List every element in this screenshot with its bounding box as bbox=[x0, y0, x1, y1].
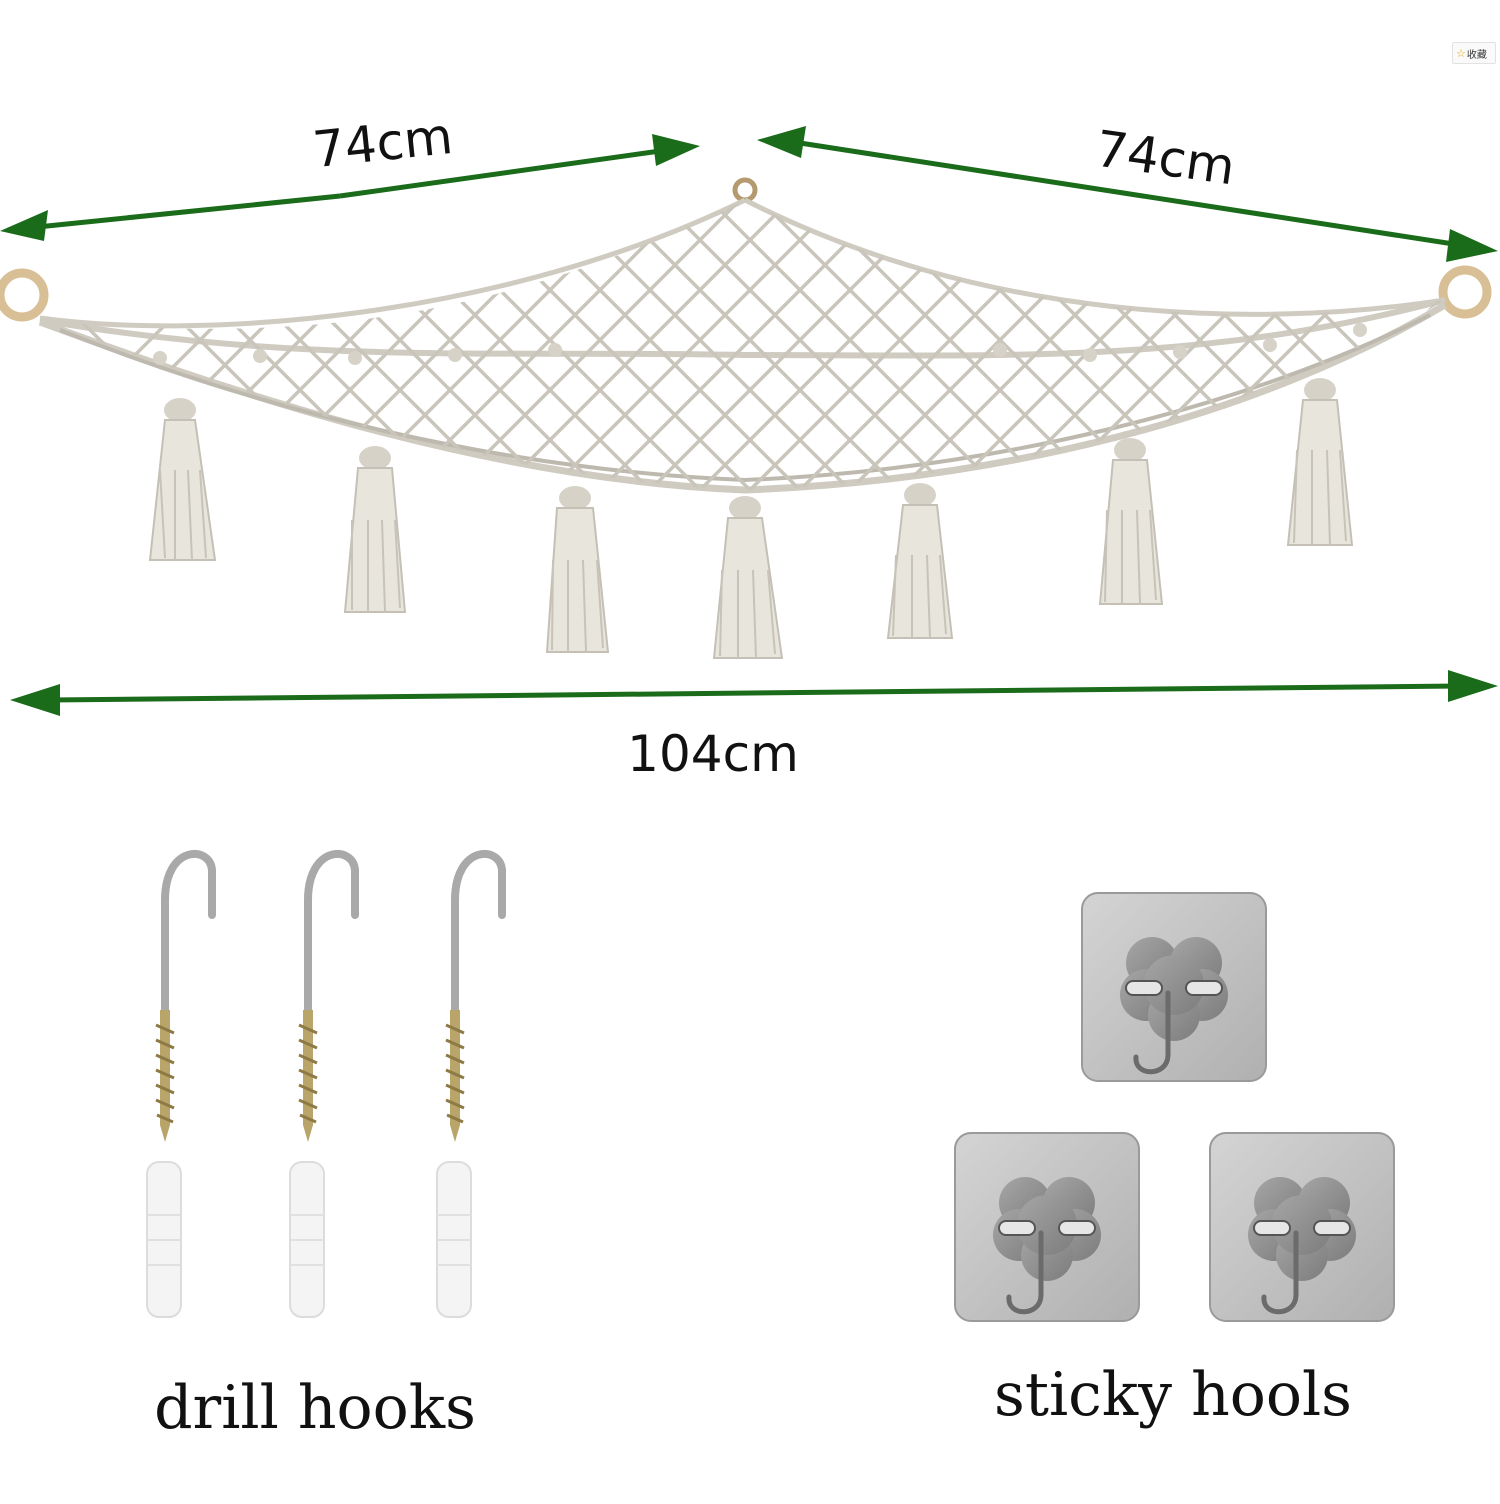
sticky-hook bbox=[1209, 1132, 1395, 1322]
favorite-label: 收藏 bbox=[1466, 49, 1487, 61]
net-top-right-rope bbox=[743, 197, 1446, 317]
net-upper-edge bbox=[39, 297, 1446, 359]
tassel bbox=[148, 398, 217, 561]
drill-hook bbox=[436, 849, 506, 1318]
favorite-button[interactable]: ☆ 收藏 bbox=[1452, 42, 1496, 64]
net-mesh bbox=[40, 200, 1445, 490]
left-wooden-ring bbox=[0, 268, 49, 322]
net-knots bbox=[153, 323, 1367, 365]
tassel bbox=[545, 486, 610, 653]
drill-hook bbox=[289, 849, 359, 1318]
sticky-hooks-label: sticky hools bbox=[994, 1360, 1352, 1430]
right-wooden-ring bbox=[1438, 265, 1492, 319]
sticky-hooks-group bbox=[954, 892, 1395, 1322]
tassels bbox=[148, 378, 1354, 659]
tassel bbox=[1286, 378, 1354, 546]
dimension-arrows bbox=[0, 126, 1498, 716]
sticky-hook bbox=[954, 1132, 1140, 1322]
tassel bbox=[343, 446, 407, 613]
total-width-arrow bbox=[10, 670, 1498, 716]
tassel bbox=[1098, 438, 1164, 605]
sticky-hook bbox=[1081, 892, 1267, 1082]
drill-hook bbox=[146, 849, 216, 1318]
tassel bbox=[712, 496, 784, 659]
tassel bbox=[886, 483, 954, 639]
star-icon: ☆ bbox=[1456, 46, 1466, 60]
left-span-label: 74cm bbox=[310, 107, 455, 179]
top-hanging-ring bbox=[732, 177, 758, 203]
macrame-toy-net bbox=[0, 177, 1492, 659]
right-span-arrow bbox=[757, 126, 1498, 262]
drill-hooks-label: drill hooks bbox=[154, 1373, 476, 1443]
total-width-label: 104cm bbox=[627, 725, 799, 783]
drill-hooks-group bbox=[146, 849, 506, 1318]
left-span-arrow bbox=[0, 134, 700, 241]
net-top-left-rope bbox=[39, 197, 747, 329]
right-span-label: 74cm bbox=[1092, 120, 1239, 197]
